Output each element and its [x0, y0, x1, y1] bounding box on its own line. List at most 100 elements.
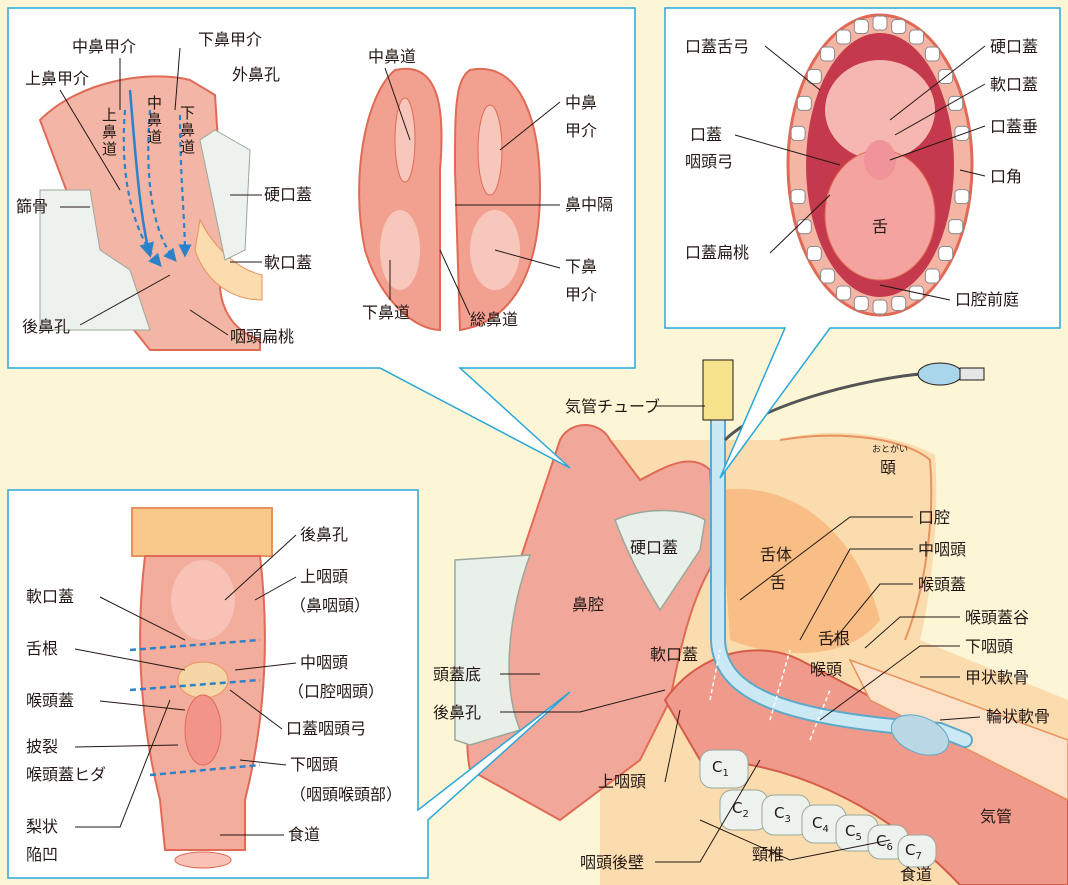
tooth: [873, 300, 887, 314]
label-nasal-cavity: 鼻腔: [572, 595, 604, 614]
label-cs-lower-turbinate-2: 甲介: [565, 285, 597, 304]
label-p-esophagus: 食道: [288, 825, 320, 844]
tooth: [854, 20, 868, 34]
label-trachea: 気管: [980, 807, 1012, 826]
label-larynx: 喉頭: [810, 660, 842, 679]
label-skull-base: 頭蓋底: [433, 665, 481, 684]
label-hypopharynx-1: 下咽頭: [290, 755, 338, 774]
label-tube: 気管チューブ: [565, 397, 660, 416]
tooth: [955, 126, 969, 140]
label-palatopharyngeal-arch: 口蓋咽頭弓: [286, 719, 366, 738]
tooth: [821, 269, 835, 283]
label-uvula: 口蓋垂: [990, 117, 1038, 136]
tooth: [837, 30, 851, 44]
label-cs-middle-turbinate-2: 甲介: [565, 121, 597, 140]
pilot-valve: [960, 368, 984, 380]
label-palatopharyngeal-1: 口蓋: [690, 125, 722, 144]
label-vestibule: 口腔前庭: [955, 290, 1019, 309]
label-oropharynx-1: 中咽頭: [300, 653, 348, 672]
label-m-hard-palate: 硬口蓋: [630, 538, 678, 557]
label-piriform-2: 陥凹: [26, 845, 58, 864]
label-choana-main: 後鼻孔: [433, 703, 481, 722]
label-cervical-spine: 頸椎: [752, 845, 784, 864]
label-middle-meatus-1: 中: [147, 94, 162, 112]
label-nasopharynx-2: （鼻咽頭）: [290, 596, 370, 615]
label-posterior-wall: 咽頭後壁: [580, 853, 644, 872]
label-jaw-ruby: おとがい: [872, 443, 908, 455]
tube-connector: [703, 360, 733, 420]
label-piriform-1: 梨状: [26, 817, 58, 836]
tooth: [909, 30, 923, 44]
label-lower-meatus-1: 下: [180, 104, 195, 122]
label-upper-meatus-3: 道: [102, 140, 117, 158]
label-vallecula: 喉頭蓋谷: [965, 608, 1029, 627]
label-middle-turbinate: 中鼻甲介: [72, 37, 136, 56]
pilot-balloon: [918, 363, 962, 385]
label-lower-meatus-3: 道: [180, 138, 195, 156]
label-mouth-corner: 口角: [990, 167, 1022, 186]
label-m-soft-palate: 軟口蓋: [990, 75, 1038, 94]
label-upper-meatus-2: 鼻: [102, 123, 117, 141]
label-p-epiglottis: 喉頭蓋: [26, 691, 74, 710]
label-external-nostril: 外鼻孔: [232, 65, 280, 84]
label-aryepiglottic-1: 披裂: [26, 737, 58, 756]
tooth: [925, 47, 939, 61]
label-cs-middle-meatus: 中鼻道: [368, 47, 416, 66]
tooth: [892, 296, 906, 310]
label-nasopharynx-main: 上咽頭: [598, 772, 646, 791]
tooth: [797, 96, 811, 110]
tooth: [807, 247, 821, 261]
label-soft-palate: 軟口蓋: [264, 253, 312, 272]
tooth: [791, 190, 805, 204]
label-thyroid-cartilage: 甲状軟骨: [965, 668, 1029, 687]
label-cs-lower-meatus: 下鼻道: [362, 303, 410, 322]
label-choana: 後鼻孔: [22, 317, 70, 336]
pharynx-top-cut: [132, 508, 272, 556]
label-tongue: 舌: [872, 217, 888, 236]
label-hypopharynx: 下咽頭: [965, 637, 1013, 656]
label-cs-septum: 鼻中隔: [565, 195, 613, 214]
label-p-choana: 後鼻孔: [300, 525, 348, 544]
tooth: [949, 220, 963, 234]
label-cricoid-cartilage: 輪状軟骨: [986, 707, 1050, 726]
label-ethmoid: 篩骨: [16, 197, 48, 216]
label-palatopharyngeal-2: 咽頭弓: [685, 152, 733, 171]
tooth: [791, 126, 805, 140]
label-upper-meatus-1: 上: [102, 106, 117, 124]
label-jaw: 頤: [880, 458, 896, 477]
tooth: [837, 286, 851, 300]
nasal-panel: [8, 8, 635, 468]
label-oropharynx: 中咽頭: [918, 540, 966, 559]
label-cs-lower-turbinate-1: 下鼻: [565, 257, 597, 276]
label-middle-meatus-2: 鼻: [147, 111, 162, 129]
tooth: [892, 20, 906, 34]
label-middle-meatus-3: 道: [147, 128, 162, 146]
tooth: [854, 296, 868, 310]
label-hard-palate: 硬口蓋: [264, 185, 312, 204]
label-esophagus-main: 食道: [900, 865, 932, 884]
label-lower-turbinate: 下鼻甲介: [198, 30, 262, 49]
label-tonsil: 口蓋扁桃: [685, 243, 749, 262]
label-palatoglossal-arch: 口蓋舌弓: [685, 37, 749, 56]
tooth: [939, 247, 953, 261]
label-p-tongue-root: 舌根: [26, 639, 58, 658]
label-p-soft-palate: 軟口蓋: [26, 587, 74, 606]
label-tongue-root: 舌根: [818, 629, 850, 648]
label-lower-meatus-2: 鼻: [180, 121, 195, 139]
label-upper-turbinate: 上鼻甲介: [25, 69, 89, 88]
label-oropharynx-2: （口腔咽頭）: [288, 682, 384, 701]
label-oral-cavity: 口腔: [918, 508, 950, 527]
label-cs-common-meatus: 総鼻道: [470, 310, 518, 329]
label-m-hard-palate: 硬口蓋: [990, 37, 1038, 56]
tooth: [821, 47, 835, 61]
tooth: [873, 16, 887, 30]
label-hypopharynx-2: （咽頭喉頭部）: [290, 785, 402, 804]
label-aryepiglottic-2: 喉頭蓋ヒダ: [26, 765, 106, 784]
label-nasopharynx-1: 上咽頭: [300, 567, 348, 586]
tooth: [925, 269, 939, 283]
tooth: [955, 190, 969, 204]
tooth: [797, 220, 811, 234]
label-tongue-body-1: 舌体: [760, 545, 792, 564]
